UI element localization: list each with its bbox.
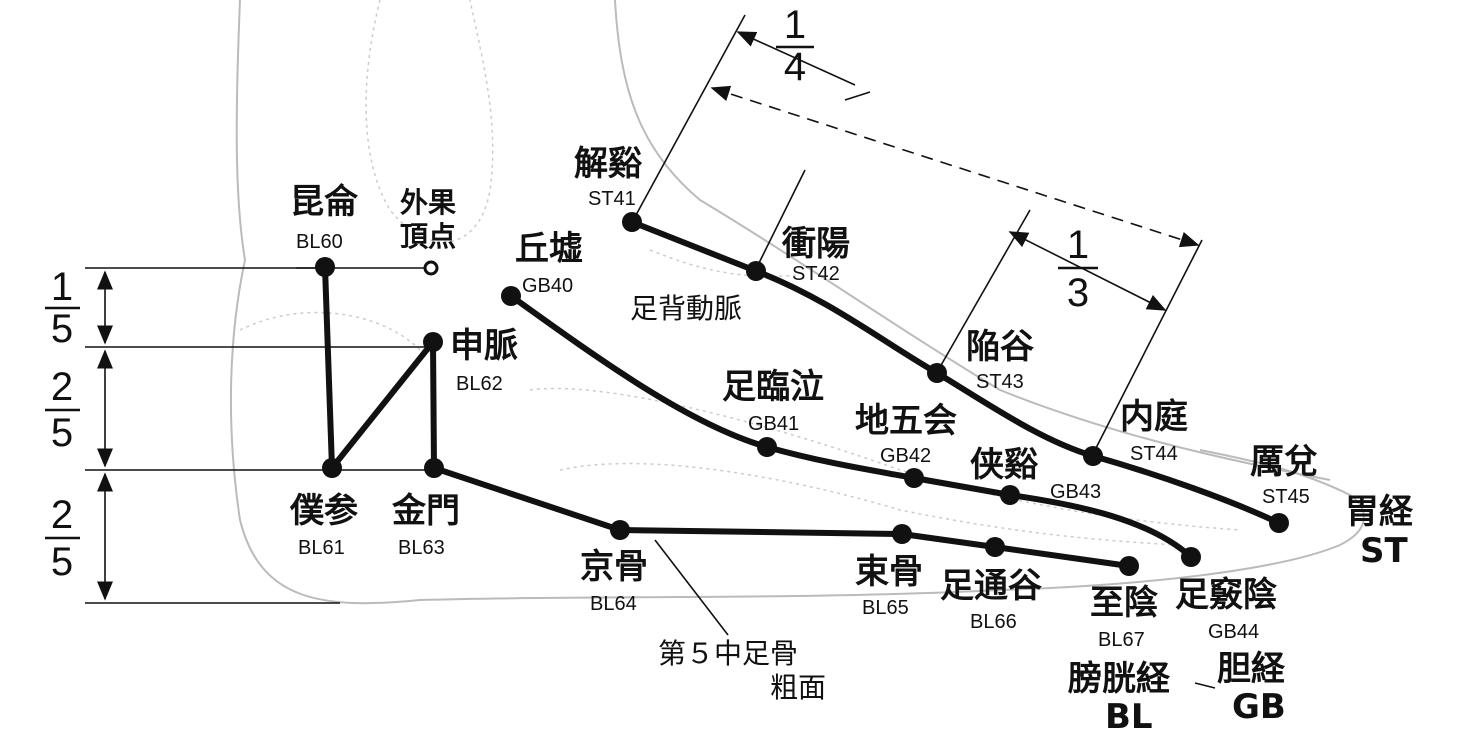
acupoint-bl65 [892, 524, 912, 544]
acupoint-code-st43: ST43 [976, 371, 1024, 393]
acupoint-name-bl61: 僕参 [289, 491, 358, 531]
acupoint-bl60 [315, 257, 335, 277]
fraction-2-5-upper: 2 5 [45, 365, 80, 455]
acupoint-name-bl67: 至陰 [1090, 583, 1158, 623]
acupoint-gb43 [1000, 485, 1020, 505]
meridian-label-connector [1194, 682, 1216, 689]
acupoint-code-bl60: BL60 [296, 231, 343, 253]
svg-text:2: 2 [51, 493, 73, 537]
acupoint-code-gb44: GB44 [1208, 621, 1259, 643]
acupoint-name-bl63: 金門 [391, 491, 460, 531]
acupoint-code-bl62: BL62 [456, 373, 503, 395]
acupoint-name-gb44: 足竅陰 [1175, 575, 1277, 615]
svg-text:1: 1 [51, 265, 73, 309]
acupoint-name-st41: 解谿 [574, 144, 643, 184]
bladder-meridian-line [322, 264, 1132, 569]
svg-text:5: 5 [51, 540, 73, 584]
acupoint-name-bl66: 足通谷 [940, 566, 1042, 606]
acupoint-st45 [1269, 513, 1289, 533]
lateral-malleolus-marker [423, 260, 439, 276]
acupoint-code-bl61: BL61 [298, 537, 345, 559]
acupoint-name-bl65: 束骨 [855, 552, 923, 592]
acupoint-name-st44: 内庭 [1120, 397, 1188, 437]
fraction-1-3: 1 3 [1058, 223, 1098, 315]
acupoint-code-bl66: BL66 [970, 611, 1017, 633]
acupoint-name-gb43: 侠谿 [970, 445, 1039, 485]
acupoint-bl62 [423, 332, 443, 352]
gallbladder-meridian-line [508, 293, 1194, 560]
fraction-1-4: 1 4 [776, 3, 814, 89]
acupoint-st42 [746, 261, 766, 281]
acupoint-name-st42: 衝陽 [781, 224, 850, 264]
acupoint-name-bl60: 昆侖 [290, 182, 359, 222]
acupoint-st44 [1083, 446, 1103, 466]
acupoint-code-st45: ST45 [1262, 486, 1310, 508]
acupoint-code-gb43: GB43 [1050, 481, 1101, 503]
landmark-5th-metatarsal: 第５中足骨 [658, 637, 798, 670]
svg-text:1: 1 [1067, 223, 1089, 267]
svg-text:5: 5 [51, 411, 73, 455]
acupoint-name-bl62: 申脈 [450, 326, 518, 366]
acupoint-code-gb41: GB41 [748, 413, 799, 435]
landmark-dorsalis-pedis: 足背動脈 [630, 292, 742, 325]
meridian-stomach-code: ST [1360, 531, 1408, 571]
acupoint-bl61 [322, 458, 342, 478]
acupoint-bl66 [985, 537, 1005, 557]
acupoint-bl63 [424, 458, 444, 478]
vertical-proportion-guides [85, 267, 433, 604]
svg-text:4: 4 [784, 45, 806, 89]
acupoint-name-gb42: 地五会 [855, 401, 957, 441]
acupoint-st41 [622, 212, 642, 232]
svg-text:3: 3 [1067, 271, 1089, 315]
acupoint-code-st41: ST41 [588, 188, 636, 210]
svg-text:1: 1 [784, 3, 806, 47]
acupoint-gb40 [501, 286, 521, 306]
acupoint-name-st43: 陥谷 [966, 327, 1034, 367]
acupoint-name-bl64: 京骨 [580, 547, 648, 587]
fraction-1-5: 1 5 [45, 265, 80, 351]
acupoint-code-st44: ST44 [1130, 443, 1178, 465]
landmark-tuberosity: 粗面 [770, 671, 826, 704]
acupoint-code-bl67: BL67 [1098, 629, 1145, 651]
meridian-gallbladder-name: 胆経 [1217, 649, 1286, 689]
foot-outline [229, 0, 1365, 605]
acupoint-code-gb40: GB40 [522, 275, 573, 297]
landmark-apex: 頂点 [400, 220, 456, 253]
acupoint-code-gb42: GB42 [880, 445, 931, 467]
stomach-meridian-line [629, 219, 1282, 526]
landmark-lateral-malleolus: 外果 [400, 186, 456, 219]
svg-text:5: 5 [51, 307, 73, 351]
acupoint-gb44 [1181, 547, 1201, 567]
meridian-gallbladder-code: GB [1232, 687, 1286, 727]
acupoint-code-bl64: BL64 [590, 593, 637, 615]
meridian-stomach-name: 胃経 [1345, 492, 1414, 532]
acupoint-gb41 [757, 437, 777, 457]
meridian-bladder-name: 膀胱経 [1068, 659, 1171, 699]
acupoint-gb42 [904, 468, 924, 488]
acupoint-name-st45: 厲兌 [1250, 442, 1318, 482]
svg-text:2: 2 [51, 365, 73, 409]
acupoint-code-bl65: BL65 [862, 597, 909, 619]
acupoint-code-bl63: BL63 [398, 537, 445, 559]
acupoint-bl64 [610, 520, 630, 540]
acupoint-code-st42: ST42 [792, 263, 840, 285]
acupoint-name-gb41: 足臨泣 [722, 367, 824, 407]
meridian-bladder-code: BL [1105, 697, 1153, 737]
acupoint-name-gb40: 丘墟 [515, 229, 583, 269]
fraction-2-5-lower: 2 5 [45, 493, 80, 584]
metatarsal-leader-line [654, 539, 729, 636]
acupoint-st43 [927, 363, 947, 383]
horizontal-proportion-guides [635, 14, 1203, 451]
acupoint-bl67 [1119, 556, 1139, 576]
